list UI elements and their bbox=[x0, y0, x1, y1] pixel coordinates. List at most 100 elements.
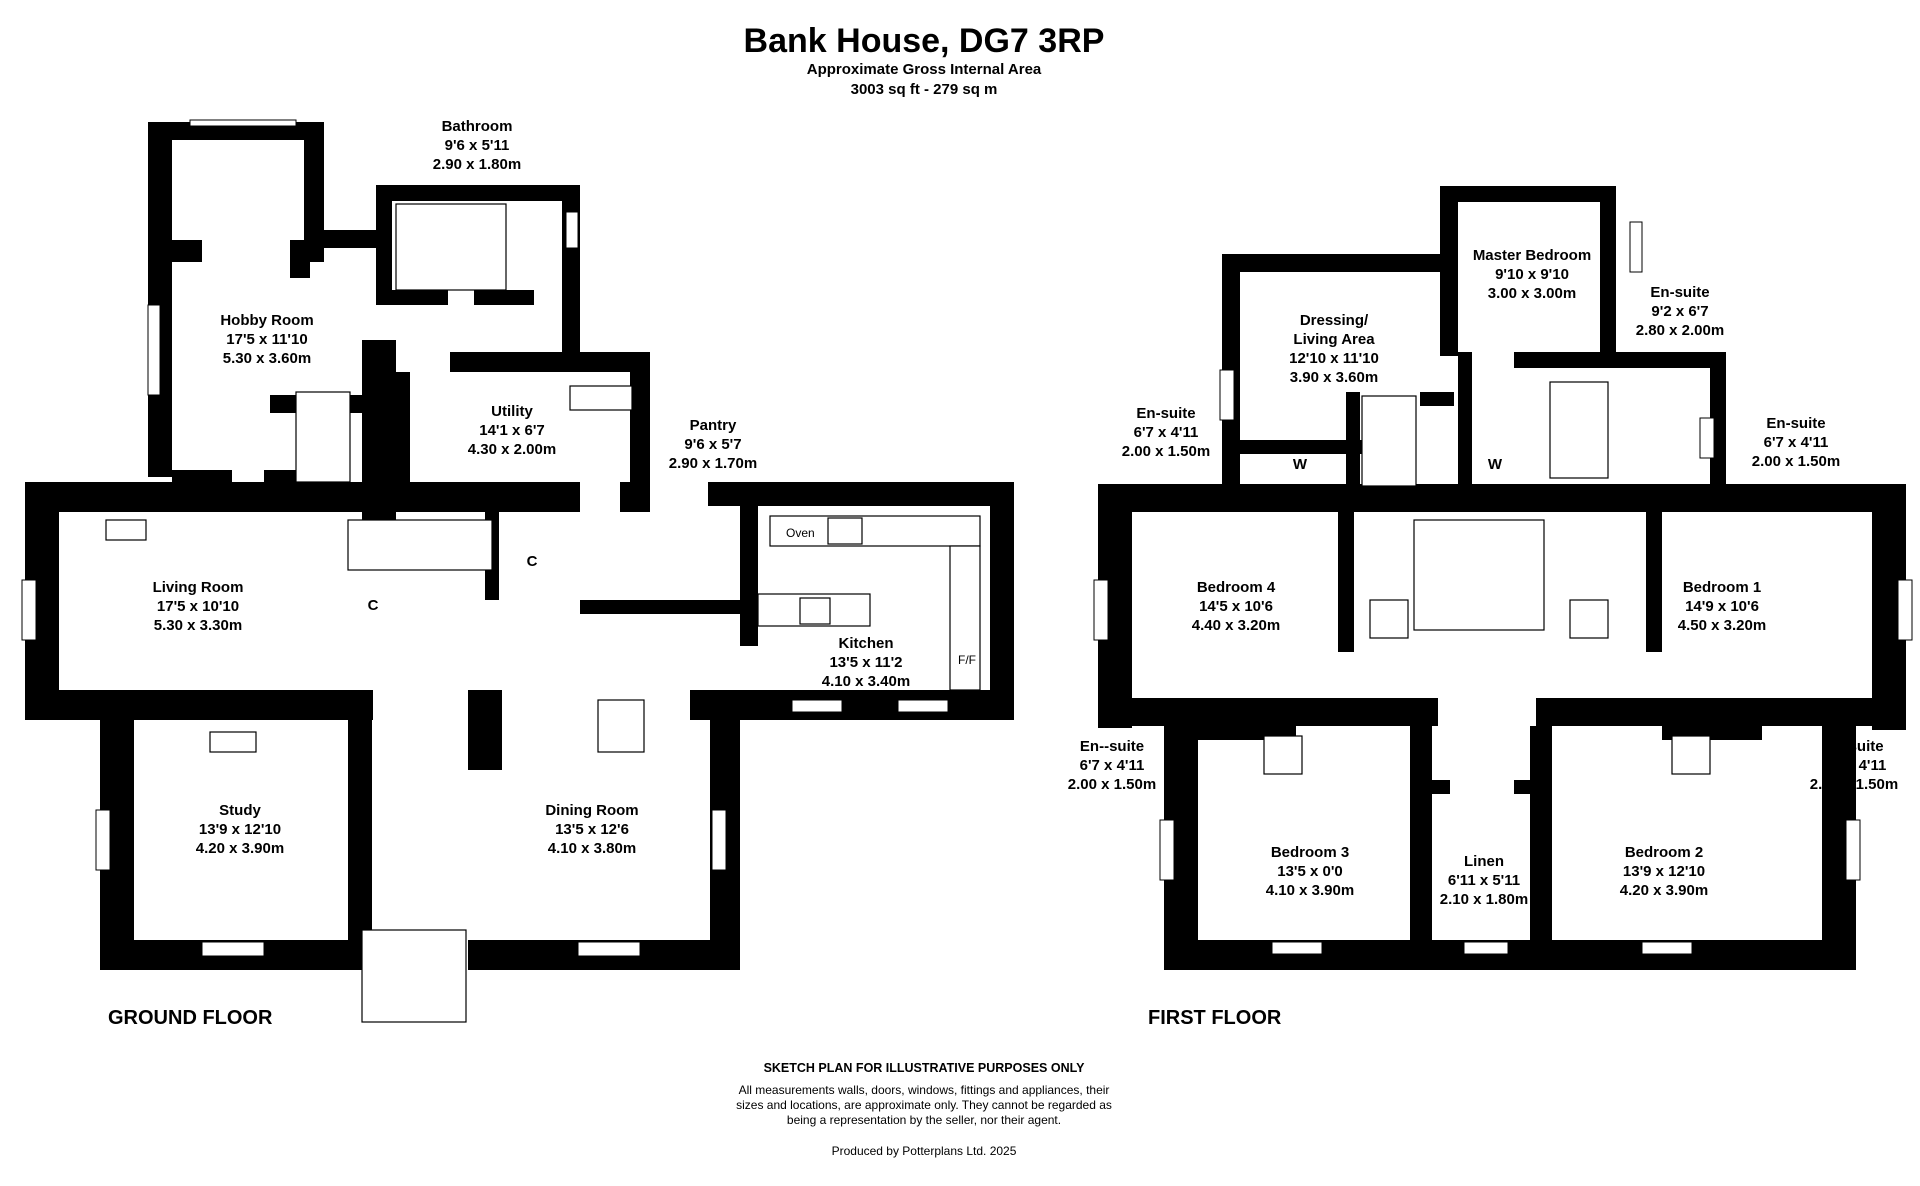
room-dimensions-metric: 2.80 x 2.00m bbox=[1636, 322, 1724, 339]
wall bbox=[172, 240, 202, 262]
shower-icon bbox=[1569, 599, 1609, 639]
room-ensuite-left: En-suite 6'7 x 4'11 2.00 x 1.50m bbox=[1122, 405, 1210, 460]
room-dimensions-metric: 2.00 x 1.50m bbox=[1810, 776, 1898, 793]
room-dimensions-imperial: 14'5 x 10'6 bbox=[1199, 598, 1273, 615]
room-name: Bedroom 2 bbox=[1625, 844, 1703, 861]
stairs bbox=[1413, 519, 1545, 631]
window bbox=[1159, 819, 1175, 881]
room-bathroom: Bathroom 9'6 x 5'11 2.90 x 1.80m bbox=[433, 118, 521, 173]
wall bbox=[1440, 186, 1616, 202]
room-dimensions-imperial: 17'5 x 11'10 bbox=[226, 331, 307, 348]
wall bbox=[562, 185, 580, 353]
wall bbox=[580, 600, 740, 614]
wall bbox=[25, 690, 373, 720]
wall bbox=[348, 690, 372, 970]
header: Bank House, DG7 3RP Approximate Gross In… bbox=[744, 22, 1105, 98]
room-name: En--suite bbox=[1080, 738, 1144, 755]
room-dimensions-metric: 4.50 x 3.20m bbox=[1678, 617, 1766, 634]
fireplace-icon bbox=[209, 731, 257, 753]
ground-floor-plan: Bathroom 9'6 x 5'11 2.90 x 1.80m Hobby R… bbox=[21, 118, 1014, 1029]
wall bbox=[396, 372, 410, 482]
stairs bbox=[295, 391, 351, 483]
window bbox=[1845, 819, 1861, 881]
shower-icon bbox=[1671, 735, 1711, 775]
room-linen: Linen 6'11 x 5'11 2.10 x 1.80m bbox=[1440, 853, 1528, 908]
room-pantry: Pantry 9'6 x 5'7 2.90 x 1.70m bbox=[669, 417, 757, 472]
room-dimensions-metric: 4.10 x 3.80m bbox=[548, 840, 636, 857]
room-dimensions-metric: 3.00 x 3.00m bbox=[1488, 285, 1576, 302]
wall bbox=[304, 122, 324, 230]
room-dimensions-imperial: 13'5 x 12'6 bbox=[555, 821, 629, 838]
room-dimensions-metric: 4.30 x 2.00m bbox=[468, 441, 556, 458]
room-name: Dressing/ bbox=[1300, 312, 1369, 329]
room-dimensions-imperial: 13'9 x 12'10 bbox=[1623, 863, 1705, 880]
room-living: Living Room 17'5 x 10'10 5.30 x 3.30m bbox=[153, 579, 244, 634]
ground-floor-label: GROUND FLOOR bbox=[108, 1007, 273, 1029]
hob-icon bbox=[799, 597, 831, 625]
wall bbox=[1536, 698, 1906, 726]
wall bbox=[690, 690, 1012, 720]
room-name: En-suite bbox=[1650, 284, 1709, 301]
window bbox=[1629, 221, 1643, 273]
wall bbox=[990, 482, 1014, 720]
wall bbox=[1338, 512, 1354, 652]
room-name: En-suite bbox=[1824, 738, 1883, 755]
room-name: Study bbox=[219, 802, 261, 819]
room-master-bedroom: Master Bedroom 9'10 x 9'10 3.00 x 3.00m bbox=[1473, 247, 1591, 302]
disclaimer-line-1: All measurements walls, doors, windows, … bbox=[739, 1083, 1110, 1097]
wall bbox=[1410, 726, 1432, 966]
room-dimensions-metric: 2.90 x 1.70m bbox=[669, 455, 757, 472]
wall bbox=[1458, 352, 1472, 484]
room-dimensions-metric: 4.20 x 3.90m bbox=[196, 840, 284, 857]
window bbox=[791, 699, 843, 713]
room-name: Bedroom 4 bbox=[1197, 579, 1276, 596]
window bbox=[1641, 941, 1693, 955]
wall bbox=[450, 352, 650, 372]
wall bbox=[290, 240, 324, 262]
stairs bbox=[1361, 395, 1417, 487]
room-dimensions-metric: 5.30 x 3.60m bbox=[223, 350, 311, 367]
window bbox=[1463, 941, 1509, 955]
room-bedroom-3: Bedroom 3 13'5 x 0'0 4.10 x 3.90m bbox=[1266, 844, 1354, 899]
cupboard-label: C bbox=[527, 553, 538, 570]
wall bbox=[1222, 254, 1448, 272]
room-dressing-living: Dressing/ Living Area 12'10 x 11'10 3.90… bbox=[1289, 312, 1379, 386]
room-dimensions-metric: 5.30 x 3.30m bbox=[154, 617, 242, 634]
stairs bbox=[347, 519, 493, 571]
room-dimensions-imperial: 9'10 x 9'10 bbox=[1495, 266, 1569, 283]
room-dimensions-imperial: 17'5 x 10'10 bbox=[157, 598, 239, 615]
room-utility: Utility 14'1 x 6'7 4.30 x 2.00m bbox=[468, 403, 556, 458]
wall bbox=[620, 482, 650, 512]
cupboard-label: C bbox=[368, 597, 379, 614]
window bbox=[711, 809, 727, 871]
wall bbox=[148, 122, 172, 477]
room-dimensions-imperial: 6'7 x 4'11 bbox=[1134, 424, 1199, 441]
room-dimensions-imperial: 6'7 x 4'11 bbox=[1080, 757, 1145, 774]
wall bbox=[1410, 780, 1450, 794]
wall bbox=[376, 185, 392, 305]
room-dimensions-metric: 2.90 x 1.80m bbox=[433, 156, 521, 173]
wall bbox=[1222, 254, 1240, 484]
room-name: Living Area bbox=[1293, 331, 1375, 348]
wall bbox=[630, 352, 650, 492]
room-name: Hobby Room bbox=[220, 312, 313, 329]
room-name: Dining Room bbox=[545, 802, 638, 819]
room-kitchen: Kitchen 13'5 x 11'2 4.10 x 3.40m bbox=[822, 635, 910, 690]
window bbox=[189, 119, 297, 127]
room-study: Study 13'9 x 12'10 4.20 x 3.90m bbox=[196, 802, 284, 857]
first-floor-plan: Master Bedroom 9'10 x 9'10 3.00 x 3.00m … bbox=[1068, 186, 1913, 1029]
first-floor-label: FIRST FLOOR bbox=[1148, 1007, 1282, 1029]
room-dimensions-imperial: 9'6 x 5'11 bbox=[445, 137, 510, 154]
wall bbox=[1420, 392, 1454, 406]
room-name: Bedroom 1 bbox=[1683, 579, 1761, 596]
wall bbox=[1646, 512, 1662, 652]
disclaimer-line-3: being a representation by the seller, no… bbox=[787, 1113, 1061, 1127]
room-dimensions-imperial: 13'5 x 0'0 bbox=[1277, 863, 1343, 880]
window bbox=[201, 941, 265, 957]
room-dimensions-imperial: 9'6 x 5'7 bbox=[684, 436, 741, 453]
wall bbox=[1098, 698, 1438, 726]
fireplace-icon bbox=[105, 519, 147, 541]
room-bedroom-4: Bedroom 4 14'5 x 10'6 4.40 x 3.20m bbox=[1192, 579, 1280, 634]
room-name: Master Bedroom bbox=[1473, 247, 1591, 264]
room-bedroom-1: Bedroom 1 14'9 x 10'6 4.50 x 3.20m bbox=[1678, 579, 1766, 634]
